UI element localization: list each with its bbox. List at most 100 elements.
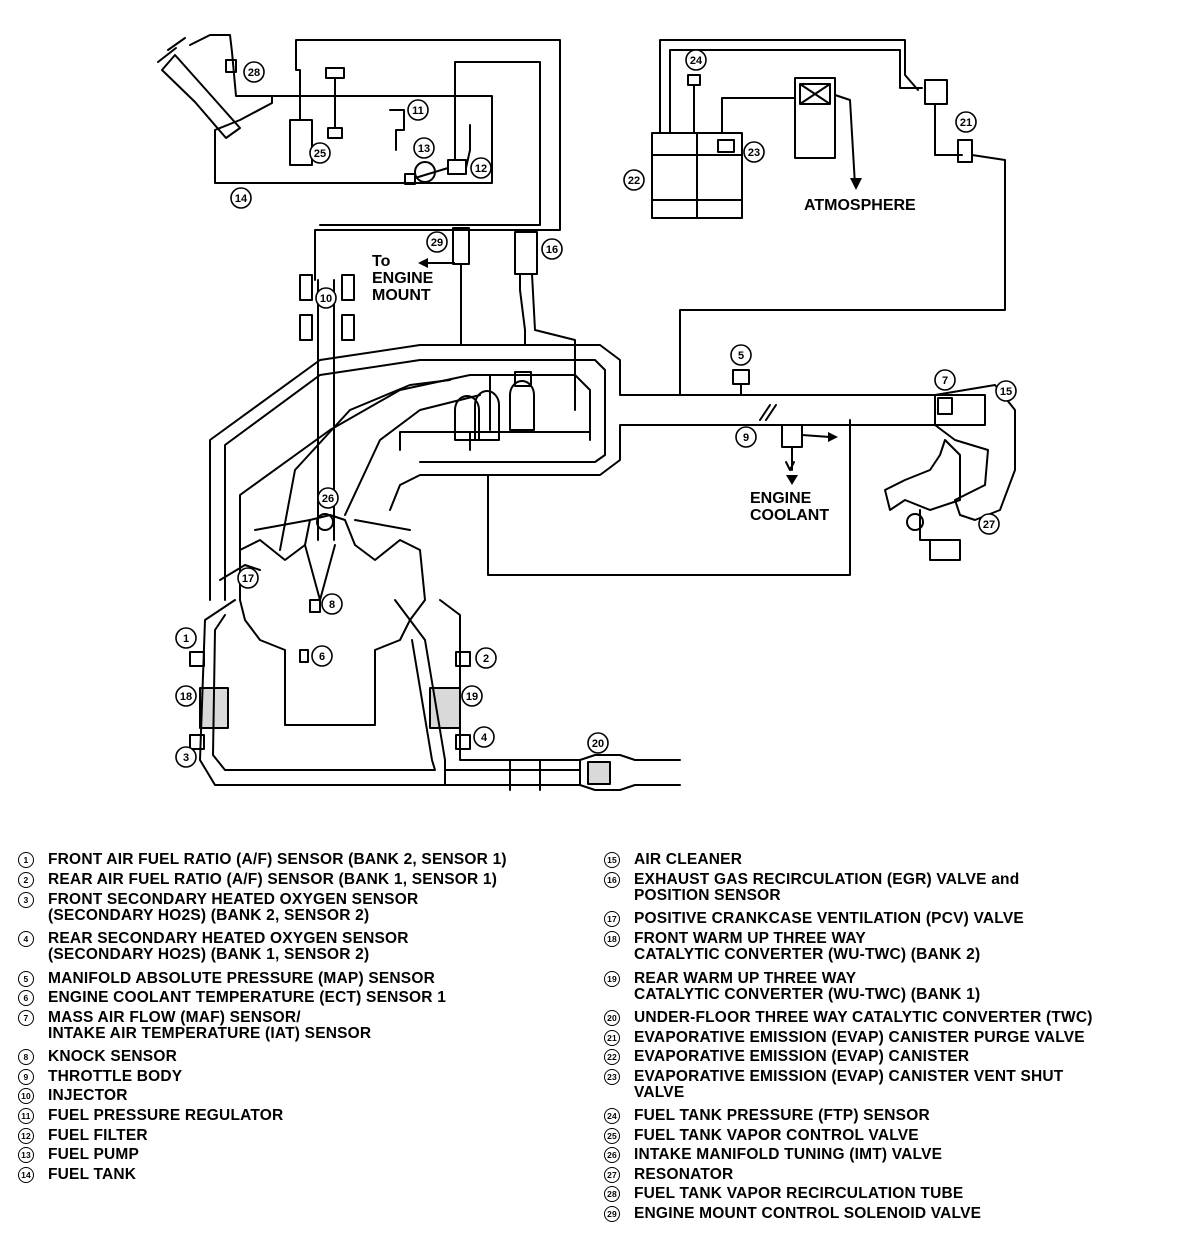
- legend-number: 16: [604, 872, 620, 888]
- map-sensor: [732, 369, 750, 385]
- vapor-recirculation-tube: [189, 34, 273, 97]
- callout-13: 13: [413, 137, 435, 159]
- svg-text:11: 11: [412, 105, 424, 117]
- svg-text:3: 3: [183, 752, 189, 764]
- callout-24: 24: [685, 49, 707, 71]
- legend-text: FRONT AIR FUEL RATIO (A/F) SENSOR (BANK …: [48, 851, 507, 868]
- svg-text:27: 27: [983, 519, 995, 531]
- legend-text: INTAKE MANIFOLD TUNING (IMT) VALVE: [634, 1146, 943, 1163]
- callout-14: 14: [230, 187, 252, 209]
- injector-left: [299, 274, 313, 341]
- egr-valve: [514, 231, 538, 275]
- coolant-unit: [781, 424, 803, 448]
- callout-8: 8: [321, 593, 343, 615]
- af-sensor-1: [189, 651, 205, 667]
- legend-number: 23: [604, 1069, 620, 1085]
- svg-text:21: 21: [960, 117, 972, 129]
- legend-number: 29: [604, 1206, 620, 1222]
- callout-12: 12: [470, 157, 492, 179]
- legend-text: FUEL TANK VAPOR RECIRCULATION TUBE: [634, 1185, 964, 1202]
- svg-text:18: 18: [180, 691, 192, 703]
- purge-valve: [957, 139, 973, 163]
- legend-number: 15: [604, 852, 620, 868]
- legend-number: 24: [604, 1108, 620, 1124]
- legend-number: 12: [18, 1128, 34, 1144]
- callout-23: 23: [743, 141, 765, 163]
- legend-number: 20: [604, 1010, 620, 1026]
- callout-26: 26: [317, 487, 339, 509]
- callout-10: 10: [315, 287, 337, 309]
- legend-text: ENGINE MOUNT CONTROL SOLENOID VALVE: [634, 1205, 982, 1222]
- svg-text:14: 14: [235, 193, 248, 205]
- label-atmosphere: ATMOSPHERE: [804, 197, 916, 214]
- legend-number: 25: [604, 1128, 620, 1144]
- svg-text:29: 29: [431, 237, 443, 249]
- imt-valve: [316, 513, 334, 531]
- legend-text: REAR WARM UP THREE WAY CATALYTIC CONVERT…: [634, 970, 981, 1003]
- svg-text:17: 17: [242, 573, 254, 585]
- label-mount: MOUNT: [372, 287, 431, 304]
- legend-text: EVAPORATIVE EMISSION (EVAP) CANISTER PUR…: [634, 1029, 1085, 1046]
- legend-text: FUEL TANK PRESSURE (FTP) SENSOR: [634, 1107, 930, 1124]
- legend-text: THROTTLE BODY: [48, 1068, 183, 1085]
- legend-number: 17: [604, 911, 620, 927]
- legend-text: EVAPORATIVE EMISSION (EVAP) CANISTER: [634, 1048, 970, 1065]
- legend-text: FUEL PRESSURE REGULATOR: [48, 1107, 284, 1124]
- legend-text: POSITIVE CRANKCASE VENTILATION (PCV) VAL…: [634, 910, 1024, 927]
- legend-number: 1: [18, 852, 34, 868]
- legend-text: INJECTOR: [48, 1087, 128, 1104]
- svg-text:1: 1: [183, 633, 189, 645]
- svg-text:20: 20: [592, 738, 604, 750]
- legend-number: 18: [604, 931, 620, 947]
- legend-text: MANIFOLD ABSOLUTE PRESSURE (MAP) SENSOR: [48, 970, 435, 987]
- label-to: To: [372, 253, 391, 270]
- callout-20: 20: [587, 732, 609, 754]
- legend-text: FUEL TANK VAPOR CONTROL VALVE: [634, 1127, 919, 1144]
- legend-text: AIR CLEANER: [634, 851, 743, 868]
- callout-11: 11: [407, 99, 429, 121]
- ho2s-4: [455, 734, 471, 750]
- callout-6: 6: [311, 645, 333, 667]
- legend-text: FUEL TANK: [48, 1166, 137, 1183]
- callout-15: 15: [995, 380, 1017, 402]
- maf-sensor: [937, 397, 953, 415]
- engine-block: [239, 514, 426, 726]
- fuel-tank: [214, 95, 493, 184]
- callout-2: 2: [475, 647, 497, 669]
- legend-text: MASS AIR FLOW (MAF) SENSOR/ INTAKE AIR T…: [48, 1009, 372, 1042]
- legend-number: 6: [18, 990, 34, 1006]
- svg-text:24: 24: [690, 55, 703, 67]
- rear-wu-twc: [429, 687, 461, 729]
- legend-number: 21: [604, 1030, 620, 1046]
- emission-system-diagram: ATMOSPHERE To ENGINE MOUNT ENGINE COOLAN…: [157, 34, 1017, 791]
- legend-text: RESONATOR: [634, 1166, 734, 1183]
- legend-number: 10: [18, 1088, 34, 1104]
- svg-text:10: 10: [320, 293, 332, 305]
- legend-number: 19: [604, 971, 620, 987]
- svg-text:23: 23: [748, 147, 760, 159]
- callout-22: 22: [623, 169, 645, 191]
- canister-filter: [794, 77, 836, 159]
- legend-text: FUEL FILTER: [48, 1127, 148, 1144]
- callout-7: 7: [934, 369, 956, 391]
- svg-text:7: 7: [942, 375, 948, 387]
- svg-text:12: 12: [475, 163, 487, 175]
- fuel-filter: [447, 159, 467, 175]
- legend-text: EXHAUST GAS RECIRCULATION (EGR) VALVE an…: [634, 871, 1020, 904]
- injector-right: [341, 274, 355, 341]
- svg-text:15: 15: [1000, 386, 1012, 398]
- legend-text: FRONT WARM UP THREE WAY CATALYTIC CONVER…: [634, 930, 981, 963]
- callout-27: 27: [978, 513, 1000, 535]
- callout-9: 9: [735, 426, 757, 448]
- legend-number: 2: [18, 872, 34, 888]
- legend-number: 11: [18, 1108, 34, 1124]
- pcv-valve: [219, 564, 261, 581]
- svg-text:4: 4: [481, 732, 488, 744]
- legend-number: 26: [604, 1147, 620, 1163]
- legend-number: 4: [18, 931, 34, 947]
- svg-text:28: 28: [248, 67, 260, 79]
- callout-19: 19: [461, 685, 483, 707]
- callout-18: 18: [175, 685, 197, 707]
- legend-number: 7: [18, 1010, 34, 1026]
